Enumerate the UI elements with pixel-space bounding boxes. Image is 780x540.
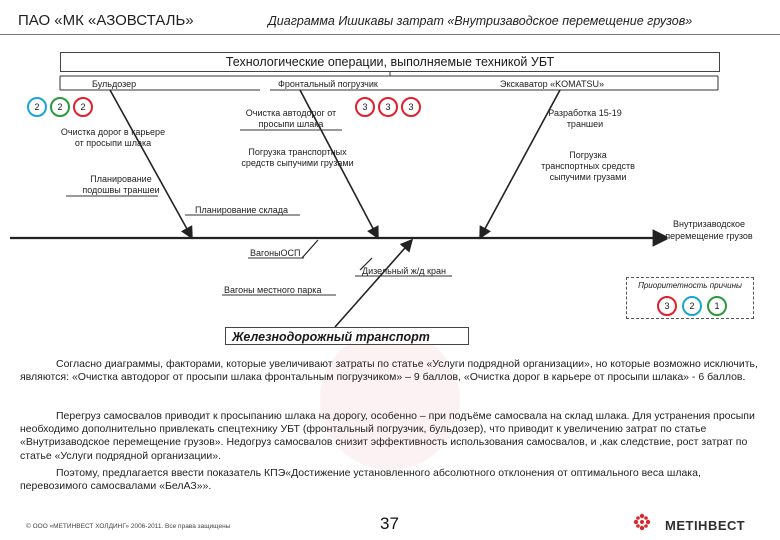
footer-copyright: © ООО «МЕТИНВЕСТ ХОЛДИНГ» 2006-2011. Все… xyxy=(26,523,231,530)
subcat-excavator: Экскаватор «KOMATSU» xyxy=(500,79,605,89)
priority-legend: Приоритетность причины 3 2 1 xyxy=(626,277,754,319)
cause-label: Очистка автодорог от просыпи шлака xyxy=(245,108,337,129)
bone-rail-1 xyxy=(334,238,414,328)
cause-label: Дизельный ж/д кран xyxy=(362,266,446,276)
bone-loader xyxy=(299,89,379,240)
priority-circle: 3 xyxy=(401,97,421,117)
priority-circle: 2 xyxy=(27,97,47,117)
cause-label: Вагоны местного парка xyxy=(224,285,322,295)
description-paragraph: Согласно диаграммы, факторами, которые у… xyxy=(20,358,758,384)
bone-rail-2 xyxy=(301,239,319,259)
legend-circle: 1 xyxy=(707,296,727,316)
description-paragraph: Поэтому, предлагается ввести показатель … xyxy=(20,467,701,493)
bone-bulldozer xyxy=(109,89,193,240)
slide-title: Диаграмма Ишикавы затрат «Внутризаводско… xyxy=(268,14,693,28)
subcat-bulldozer: Бульдозер xyxy=(92,79,137,89)
top-category-box: Технологические операции, выполняемые те… xyxy=(60,52,720,72)
cause-label: ВагоныОСП xyxy=(250,248,301,258)
priority-circle: 3 xyxy=(355,97,375,117)
watermark xyxy=(320,330,460,470)
priority-circle: 3 xyxy=(378,97,398,117)
cause-label: Планирование склада xyxy=(195,205,288,215)
cause-label: Планирование подошвы траншеи xyxy=(82,174,160,195)
bone-rail-3 xyxy=(359,257,373,271)
cause-label: Очистка дорог в карьере от просыпи шлака xyxy=(60,127,166,148)
priority-legend-title: Приоритетность причины xyxy=(638,281,742,290)
description-paragraph: Перегруз самосвалов приводит к просыпани… xyxy=(20,410,755,462)
bottom-category-box: Железнодорожный транспорт xyxy=(225,327,469,345)
legend-circle: 2 xyxy=(682,296,702,316)
cause-label: Погрузка транспортных средств сыпучими г… xyxy=(541,150,635,182)
bone-excavator xyxy=(479,89,561,240)
subcat-loader: Фронтальный погрузчик xyxy=(278,79,378,89)
header-divider xyxy=(0,34,780,35)
company-name: ПАО «МК «АЗОВСТАЛЬ» xyxy=(18,12,194,29)
effect-label: Внутризаводское перемещение грузов xyxy=(665,219,753,241)
cause-label: Разработка 15-19 траншеи xyxy=(548,108,622,129)
cause-label: Погрузка транспортных средств сыпучими г… xyxy=(241,147,354,168)
page-number: 37 xyxy=(380,514,399,533)
priority-circle: 2 xyxy=(50,97,70,117)
logo-mark-icon xyxy=(633,513,651,531)
brand-logo: МЕТІНВЕСТ xyxy=(665,518,746,533)
legend-circle: 3 xyxy=(657,296,677,316)
priority-circle: 2 xyxy=(73,97,93,117)
